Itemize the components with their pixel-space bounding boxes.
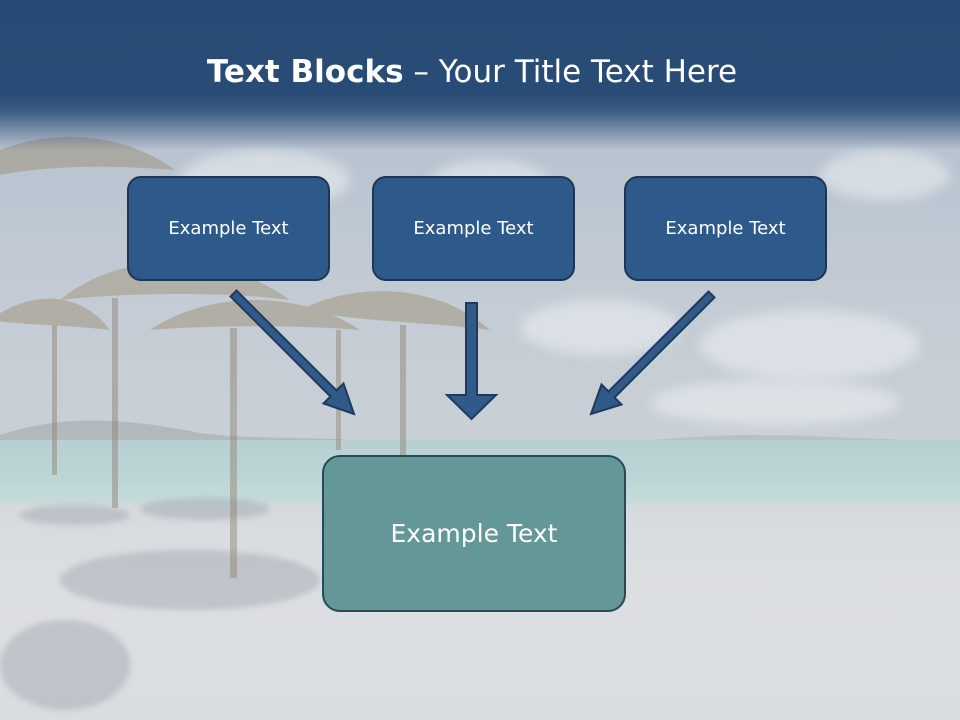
cloud bbox=[820, 150, 950, 200]
slide-title: Text Blocks – Your Title Text Here bbox=[0, 54, 944, 90]
text-block-left-label: Example Text bbox=[168, 218, 289, 239]
arrow-right bbox=[589, 290, 716, 416]
umbrella-shadow bbox=[20, 505, 130, 525]
text-block-bottom-label: Example Text bbox=[390, 519, 558, 548]
title-rest: – Your Title Text Here bbox=[403, 54, 738, 90]
cloud bbox=[700, 310, 920, 380]
text-block-right-label: Example Text bbox=[665, 218, 786, 239]
umbrella-shadow bbox=[60, 550, 320, 610]
text-block-left: Example Text bbox=[127, 176, 330, 281]
umbrella-shadow bbox=[0, 620, 130, 710]
arrow-center bbox=[444, 302, 499, 421]
text-block-right: Example Text bbox=[624, 176, 827, 281]
text-block-center: Example Text bbox=[372, 176, 575, 281]
title-bar bbox=[0, 0, 960, 150]
umbrella-shadow bbox=[140, 498, 270, 520]
title-bold: Text Blocks bbox=[206, 54, 404, 90]
text-block-center-label: Example Text bbox=[413, 218, 534, 239]
arrow-left bbox=[229, 289, 356, 416]
text-block-bottom: Example Text bbox=[322, 455, 626, 612]
cloud bbox=[650, 380, 900, 425]
